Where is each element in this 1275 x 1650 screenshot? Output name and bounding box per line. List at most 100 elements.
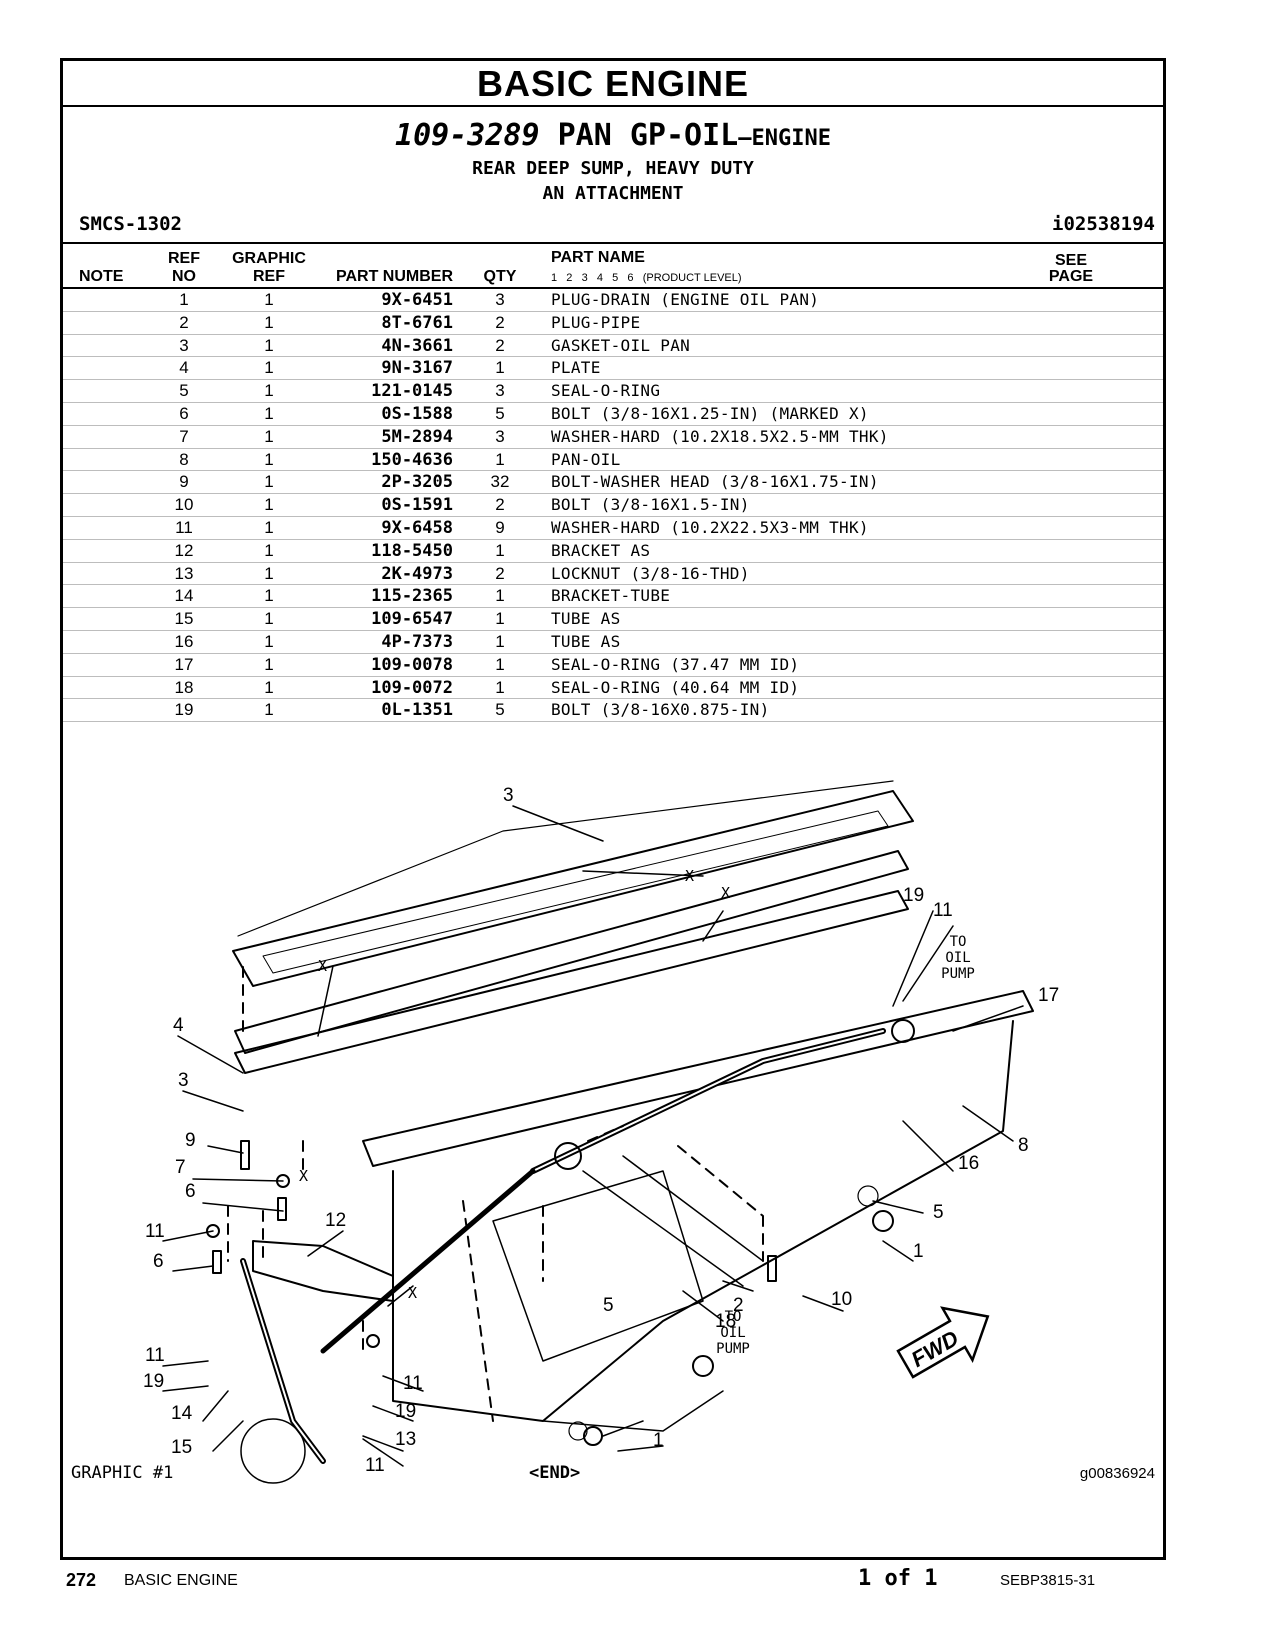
col-graphic-top: GRAPHIC [232,250,306,267]
tube-16 [530,1028,886,1174]
part-name: TUBE AS [551,609,621,629]
bracket-12 [252,1240,394,1302]
pan-bottom [542,1390,724,1432]
suction-screen [240,1418,306,1484]
washer-11b [366,1334,380,1348]
part-name: BRACKET AS [551,540,651,560]
callout-number: 9 [185,1130,196,1151]
part-name: SEAL-O-RING [551,381,661,401]
ref-no: 15 [174,609,194,629]
part-number: 2P-3205 [381,472,453,493]
part-number: 2K-4973 [381,563,453,584]
quantity: 2 [495,312,505,332]
ref-no: 14 [174,586,194,606]
quantity: 2 [495,335,505,355]
part-name: PLUG-PIPE [551,312,641,332]
part-group-title: 109-3289 PAN GP-OIL—ENGINE [63,119,1163,156]
part-number: 115-2365 [371,586,453,607]
callout-number: 8 [1018,1135,1029,1156]
part-name: TUBE AS [551,631,621,651]
callout-number: 7 [175,1157,186,1178]
callout-number: 15 [171,1437,192,1458]
pan-sump [492,1170,704,1362]
to-oil-pump-label: OIL [720,1325,745,1341]
callout-number: 14 [171,1403,193,1424]
col-part-name: PART NAME [551,249,645,266]
part-name: BOLT (3/8-16X0.875-IN) [551,700,770,720]
callout-number: 6 [153,1251,164,1272]
callout-number: 1 [653,1430,664,1451]
callout-number: 16 [958,1153,979,1174]
part-name: WASHER-HARD (10.2X22.5X3-MM THK) [551,517,869,537]
fwd-arrow: FWD [896,1306,990,1379]
graphic-ref: 1 [264,517,274,537]
part-name: PLATE [551,358,601,378]
part-number: 150-4636 [371,449,453,470]
graphic-ref: 1 [264,426,274,446]
bolt-6a [277,1197,287,1221]
gasket-lower [234,890,909,1074]
col-graphic-bottom: REF [253,268,285,285]
col-see-bottom: PAGE [1048,268,1094,285]
tube-16-inner [532,1030,884,1172]
col-product-levels: 1 2 3 4 5 6 (PRODUCT LEVEL) [551,272,742,284]
graphic-ref: 1 [264,381,274,401]
tube-15-upper [320,1168,536,1354]
quantity: 1 [495,540,505,560]
callout-number: 3 [178,1070,189,1091]
quantity: 5 [495,700,505,720]
graphic-ref: 1 [264,495,274,515]
callout-number: 3 [503,785,514,806]
bolt-10 [767,1255,777,1282]
callout-number: 19 [903,885,924,906]
graphic-ref: 1 [264,563,274,583]
graphic-ref: 1 [264,654,274,674]
quantity: 3 [495,381,505,401]
page-number: 272 [66,1570,97,1590]
graphic-ref: 1 [264,631,274,651]
ref-no: 13 [174,563,194,583]
quantity: 3 [495,290,505,309]
pipe-plug-2 [692,1355,714,1377]
part-number: 109-0072 [371,677,453,698]
tube-15-inner [242,1260,324,1462]
quantity: 1 [495,609,505,629]
washer-7 [276,1174,290,1188]
part-name: SEAL-O-RING (40.64 MM ID) [551,677,800,697]
o-ring-5b [568,1421,588,1441]
quantity: 5 [495,403,505,423]
drain-plug-1a [872,1210,894,1232]
part-number: 0S-1588 [381,403,453,424]
bolt-6b [212,1250,222,1274]
ref-no: 4 [179,358,189,378]
x-marker: X [299,1167,308,1185]
part-number: 9X-6451 [381,290,453,310]
drain-plug-1b [583,1426,603,1446]
graphic-ref: 1 [264,586,274,606]
ref-no: 5 [179,381,189,401]
x-marker: X [318,957,327,975]
callout-number: 11 [145,1345,165,1366]
o-ring-5a [857,1185,879,1207]
ref-no: 9 [179,472,189,492]
graphic-ref: 1 [264,358,274,378]
callout-number: 19 [143,1371,164,1392]
ref-no: 10 [174,495,194,515]
pan-rim [362,990,1034,1167]
plate-outline [232,790,914,987]
part-name: BOLT-WASHER HEAD (3/8-16X1.75-IN) [551,472,879,492]
graphic-ref: 1 [264,312,274,332]
callout-number: 1 [913,1241,924,1262]
callout-number: 13 [395,1429,416,1450]
ref-no: 1 [179,290,189,309]
part-number: 0S-1591 [381,495,453,516]
part-number: 109-0078 [371,654,453,675]
